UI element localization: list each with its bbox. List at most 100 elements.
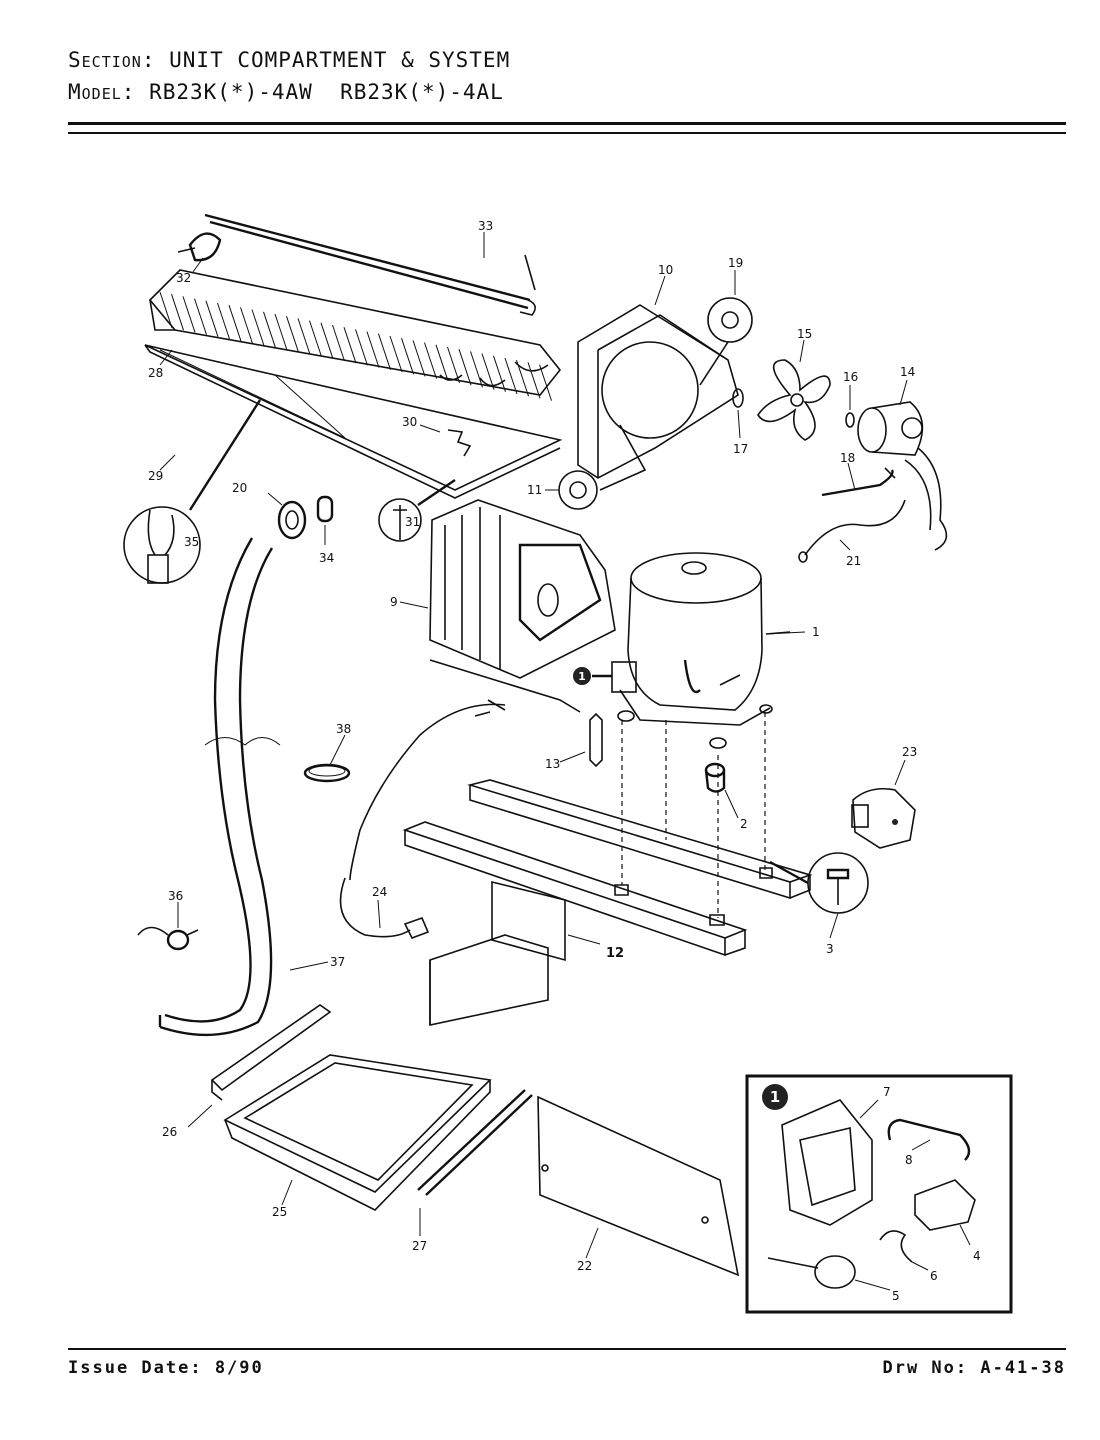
callout-27: 27 [412,1239,427,1253]
condenser-fin [458,349,472,386]
callout-29: 29 [148,469,163,483]
part-11-grommet-detail [558,470,598,510]
callout-31: 31 [405,515,420,529]
part-27-rail [417,1089,533,1196]
part-29-panel [144,344,563,499]
header-rule-thin [68,132,1066,134]
part-19-grommet-detail [699,297,753,386]
model-label: Model: [68,80,136,104]
condenser-fin [320,322,334,359]
callout-37: 37 [330,955,345,969]
callout-19: 19 [728,256,743,270]
part-17-washer [732,388,744,408]
callout-24: 24 [372,885,387,899]
part-3-bolt-detail [769,852,869,914]
callout-23: 23 [902,745,917,759]
part-35-detail [123,399,262,584]
callout-labels: 33 32 28 29 30 10 19 15 16 14 17 18 21 1… [148,219,981,1303]
model-line: Model: RB23K(*)-4AW RB23K(*)-4AL [68,80,504,104]
callout-9: 9 [390,595,398,609]
callout-13: 13 [545,757,560,771]
callout-7: 7 [883,1085,891,1099]
condenser-fin [297,318,311,355]
part-37-drain-hose [158,537,281,1037]
condenser-fin [240,307,253,344]
relay-marker-label: 1 [578,670,586,683]
part-14-fan-motor [857,401,948,551]
part-15-fan-blade [757,359,831,441]
part-2-grommet [704,762,726,793]
inset-marker-label: 1 [770,1088,780,1106]
callout-20: 20 [232,481,247,495]
part-31-screw-detail [378,479,456,542]
condenser-fin [194,298,207,335]
condenser-fin [366,331,380,368]
callout-6: 6 [930,1269,938,1283]
part-18-tube [821,467,896,497]
condenser-fin [493,355,506,392]
callout-14: 14 [900,365,915,379]
model-numbers: RB23K(*)-4AW RB23K(*)-4AL [149,80,504,104]
part-24-power-cord [339,699,506,940]
part-33-tube [204,213,536,316]
callout-28: 28 [148,366,163,380]
condenser-fin [205,300,219,337]
callout-32: 32 [176,271,191,285]
part-10-shroud [577,304,739,491]
condenser-fin [217,302,230,340]
condenser-fin [343,327,357,364]
part-32-fitting [177,232,222,262]
callout-25: 25 [272,1205,287,1219]
condenser-fin [309,320,322,357]
condenser-fin [251,309,265,346]
part-12-bracket [429,880,566,1026]
relay-inset-box: 1 [745,1074,1013,1314]
callout-5: 5 [892,1289,900,1303]
callout-2: 2 [740,817,748,831]
callout-38: 38 [336,722,351,736]
callout-16: 16 [843,370,858,384]
relay-marker: 1 [573,661,637,693]
condenser-fin [263,311,276,348]
condenser-fin [159,291,173,329]
part-9-drain-pan [429,499,616,713]
condenser-fin [274,313,288,351]
condenser-fin [504,357,518,395]
part-30-clip [447,429,472,457]
part-28-condenser [148,269,562,401]
condenser-fin [481,353,495,390]
condenser-fin [332,324,345,362]
callout-30: 30 [402,415,417,429]
callout-3: 3 [826,942,834,956]
part-1-compressor [617,552,791,749]
part-26-tray-rail [210,1004,332,1101]
callout-10: 10 [658,263,673,277]
callout-21: 21 [846,554,861,568]
leader-lines [159,232,971,1291]
part-34-grommet [316,495,334,523]
condenser-fin [401,338,414,375]
condenser-fin [355,329,368,366]
condenser-fin [389,335,403,373]
callout-35: 35 [184,535,199,549]
callout-36: 36 [168,889,183,903]
callout-12: 12 [606,946,624,961]
part-21-wire [798,499,906,563]
condenser-fin [424,342,437,379]
header-rule-thick [68,122,1066,125]
part-22-access-panel [537,1095,740,1277]
part-36-clamp [137,926,199,951]
condenser-fin [182,296,196,333]
section-title: UNIT COMPARTMENT & SYSTEM [169,48,511,72]
callout-26: 26 [162,1125,177,1139]
callout-18: 18 [840,451,855,465]
compressor-mounting-rails [402,712,813,957]
condenser-fin [527,362,541,399]
condenser-fin [470,351,483,388]
callout-8: 8 [905,1153,913,1167]
callout-15: 15 [797,327,812,341]
part-38-strap [303,763,351,783]
part-16-retainer [845,412,855,428]
callout-34: 34 [319,551,334,565]
